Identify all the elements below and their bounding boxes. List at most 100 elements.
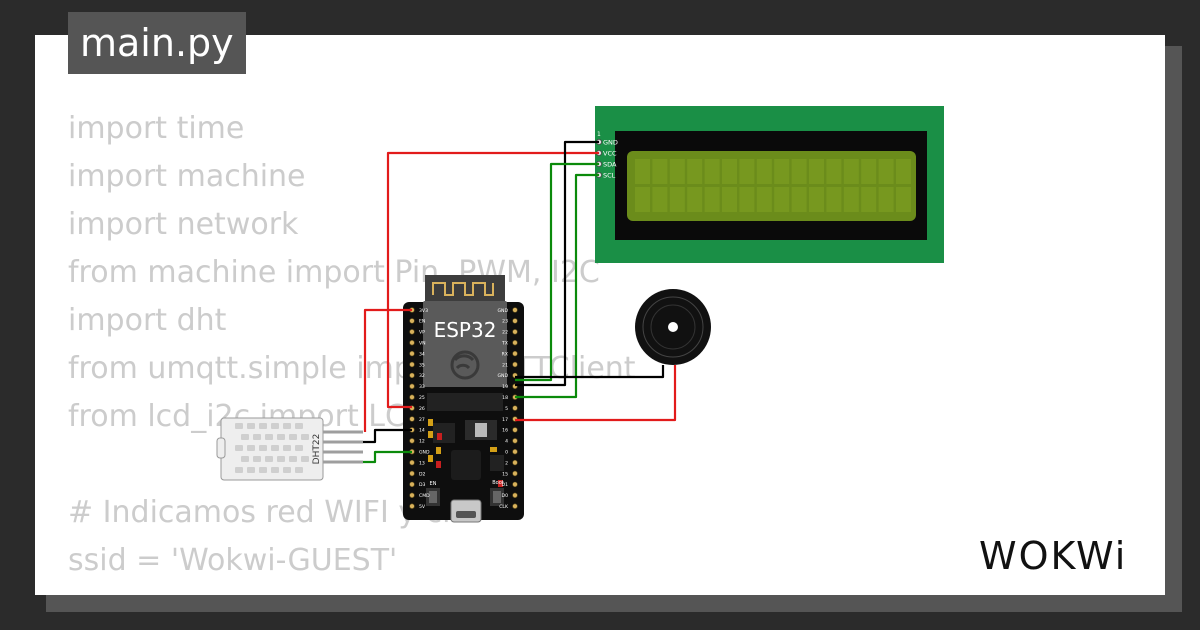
usb-chip — [451, 450, 481, 480]
lcd-char-cell — [635, 187, 650, 212]
lcd-char-cell — [878, 187, 894, 212]
esp32-pin — [409, 383, 415, 389]
esp32-pin-label: VP — [419, 330, 425, 336]
esp32-pin-label: VN — [419, 341, 426, 347]
esp32-pin-label: TX — [501, 341, 508, 347]
esp32-pin-label: D3 — [419, 482, 426, 488]
esp32-pin-label: 12 — [419, 439, 425, 445]
esp32-pin-label: D1 — [502, 482, 509, 488]
wire-dht-gnd — [363, 428, 412, 444]
dht22-vent — [247, 467, 255, 473]
esp32-pin — [409, 340, 415, 346]
esp32-pin-label: 3V3 — [419, 308, 428, 314]
lcd-pin-label: SDA — [603, 161, 617, 169]
dht22-vent — [259, 423, 267, 429]
esp32-pin — [409, 372, 415, 379]
lcd-char-cell — [826, 187, 842, 212]
esp32-pin-label: 4 — [505, 439, 508, 445]
esp32-pin-label: 5 — [505, 406, 508, 412]
lcd-char-cell — [774, 159, 790, 184]
esp32-pin-label: CMD — [419, 493, 430, 499]
wire-lcd-vcc — [386, 151, 599, 409]
lcd-char-cell — [669, 159, 685, 184]
dht22-vent — [241, 434, 249, 440]
dht22-vent — [289, 456, 297, 462]
lcd-char-cell — [739, 159, 755, 184]
lcd-pin-label: GND — [603, 139, 618, 147]
esp32-pin — [512, 405, 518, 411]
esp32-pin-label: 27 — [419, 417, 425, 423]
lcd-pin1-label: 1 — [597, 131, 601, 138]
esp32-pin-label: RX — [502, 351, 508, 357]
wire-buzzer-gnd — [515, 365, 665, 379]
code-line: ssid = 'Wokwi-GUEST' — [68, 543, 398, 578]
lcd-char-cell — [791, 187, 807, 212]
esp32-pin — [512, 503, 518, 509]
dht22-vent — [253, 456, 261, 462]
esp32-pin-label: 25 — [419, 395, 425, 401]
lcd-char-cell — [756, 159, 772, 184]
esp32-pin — [409, 438, 415, 444]
lcd-pin-label: SCL — [603, 172, 616, 180]
esp32-pin — [409, 459, 415, 466]
lcd-char-cell — [809, 159, 824, 184]
dht22-vent — [265, 456, 273, 462]
dht22-vent — [253, 434, 261, 440]
esp32-pin-label: CLK — [499, 504, 509, 510]
dht22-vent — [295, 423, 303, 429]
dht22-vent — [247, 445, 255, 451]
dht22-vent — [235, 423, 243, 429]
esp32-pin-label: 18 — [502, 395, 508, 401]
lcd-char-cell — [739, 187, 755, 212]
esp32-pin-label: 2 — [505, 460, 508, 466]
circuit-diagram: 1 GND VCC SDA SCL — [216, 106, 944, 523]
file-tab[interactable]: main.py — [68, 12, 246, 74]
dht22-vent — [283, 467, 291, 473]
esp32-pin-label: 14 — [419, 428, 425, 434]
dht22-vent — [283, 423, 291, 429]
esp32-pin-label: 33 — [419, 384, 425, 390]
lcd-char-cell — [774, 187, 790, 212]
esp32-pin — [512, 459, 518, 466]
dht22-vent — [271, 423, 279, 429]
esp32-pin — [512, 427, 518, 433]
dht22-vent — [295, 445, 303, 451]
esp32-pin — [409, 350, 415, 357]
esp32-pin-label: 15 — [502, 471, 508, 477]
esp32-pin — [512, 350, 518, 357]
lcd-char-cell — [861, 159, 877, 184]
dht22-vent — [277, 434, 285, 440]
lcd-char-cell — [843, 159, 859, 184]
dht22-vent — [259, 445, 267, 451]
esp32-pin — [409, 492, 415, 498]
lcd-char-cell — [652, 159, 668, 184]
dht22-vent — [241, 456, 249, 462]
dht22-vent — [265, 434, 273, 440]
dht22-vent — [277, 456, 285, 462]
lcd-display: 1 GND VCC SDA SCL — [595, 106, 944, 263]
esp32-left-header: 3V3ENVPVN343532332526271412GND13D2D3CMD5… — [409, 307, 430, 510]
esp32-pin-label: 5V — [419, 504, 426, 510]
dht22-vent — [295, 467, 303, 473]
code-line: wifi_password = '' — [68, 585, 636, 595]
esp32-pin — [409, 481, 415, 488]
esp32-pin-label: 35 — [419, 362, 425, 368]
esp32-pin-label: 34 — [419, 351, 425, 357]
wire-lcd-sda — [515, 162, 599, 382]
buzzer — [635, 289, 711, 365]
dht22-vent — [283, 445, 291, 451]
lcd-char-cell — [722, 159, 737, 184]
esp32-pin — [512, 361, 518, 368]
esp32-module-shield — [423, 301, 507, 387]
lcd-char-cell — [896, 187, 911, 212]
esp32-pin-label: 16 — [502, 428, 508, 434]
code-line: import machine — [68, 159, 306, 194]
lcd-character-grid — [635, 159, 911, 212]
dht22-vent — [271, 445, 279, 451]
esp32-pin-label: 13 — [419, 460, 425, 466]
esp32-pin — [512, 492, 518, 498]
esp32-pin-label: 19 — [502, 384, 508, 390]
dht22-label: DHT22 — [312, 434, 322, 465]
